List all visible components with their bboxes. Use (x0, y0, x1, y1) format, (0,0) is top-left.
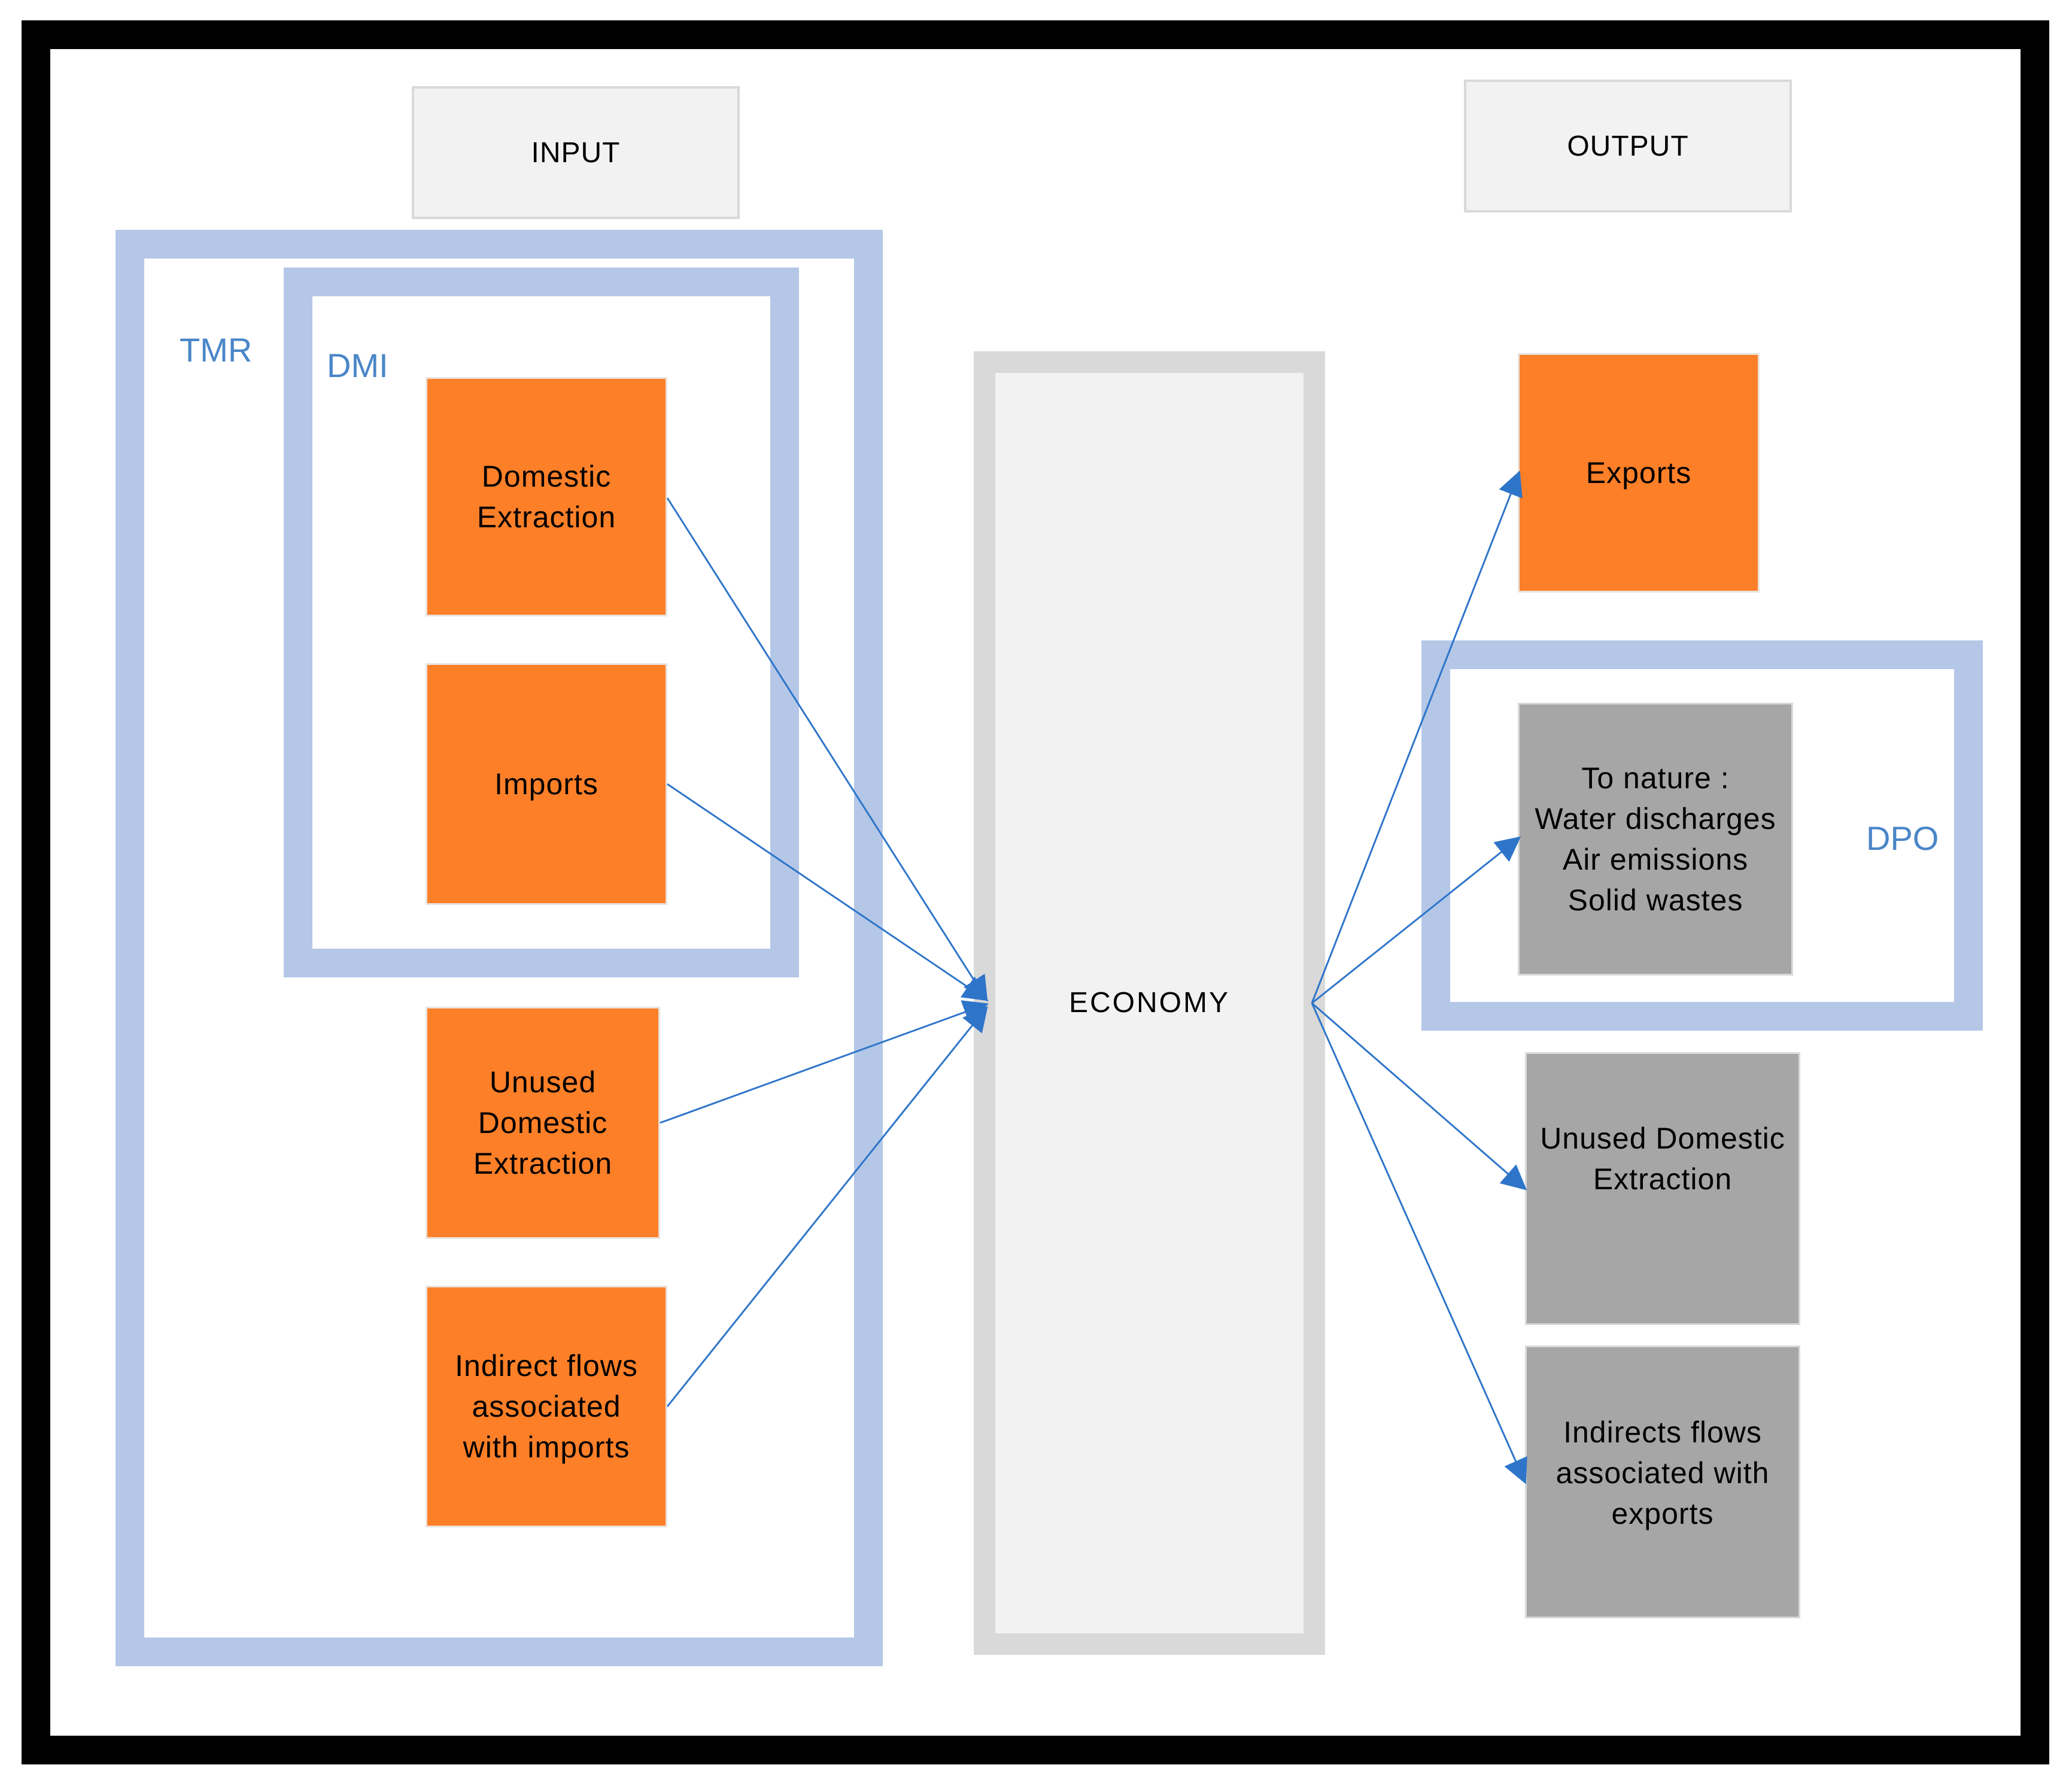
dmi-label: DMI (327, 347, 388, 384)
output-box-line: Exports (1585, 456, 1692, 490)
input-box-line: Extraction (473, 1147, 613, 1180)
output-box-to-nature: To nature : Water discharges Air emissio… (1518, 703, 1793, 976)
input-header-label: INPUT (531, 136, 621, 169)
output-box-line: exports (1611, 1497, 1714, 1530)
input-box-line: Domestic (478, 1106, 608, 1140)
output-box-line: Solid wastes (1567, 883, 1743, 917)
input-box-line: Indirect flows (455, 1349, 638, 1383)
output-box-line: To nature : (1581, 761, 1730, 795)
tmr-group-frame (116, 230, 883, 1666)
input-box-domestic-extraction: Domestic Extraction (426, 377, 667, 616)
input-box-line: Imports (494, 767, 598, 801)
input-box-line: Unused (489, 1065, 597, 1099)
input-box-indirect-flows: Indirect flows associated with imports (426, 1286, 667, 1527)
dpo-label: DPO (1866, 819, 1939, 857)
output-box-line: Indirects flows (1563, 1415, 1762, 1449)
output-box-indirect-flows: Indirects flows associated with exports (1525, 1345, 1800, 1618)
input-box-line: Domestic (481, 460, 612, 493)
output-box-unused-domestic-extraction: Unused Domestic Extraction (1525, 1052, 1800, 1325)
output-header: OUTPUT (1464, 80, 1792, 212)
output-box-line: Air emissions (1562, 843, 1749, 876)
input-box-line: associated (472, 1390, 621, 1423)
input-box-line: with imports (463, 1430, 630, 1464)
input-box-imports: Imports (426, 663, 667, 905)
output-box-line: Water discharges (1535, 802, 1776, 836)
output-box-exports: Exports (1518, 353, 1760, 593)
input-header: INPUT (412, 86, 740, 219)
input-box-unused-domestic-extraction: Unused Domestic Extraction (426, 1007, 660, 1239)
input-box-line: Extraction (476, 500, 616, 534)
output-box-line: Unused Domestic (1540, 1122, 1785, 1155)
output-box-line: associated with (1555, 1456, 1770, 1490)
tmr-label: TMR (180, 331, 253, 369)
output-header-label: OUTPUT (1567, 130, 1689, 162)
economy-block (974, 351, 1325, 1655)
economy-label: ECONOMY (1068, 986, 1230, 1019)
output-box-line: Extraction (1593, 1162, 1733, 1196)
